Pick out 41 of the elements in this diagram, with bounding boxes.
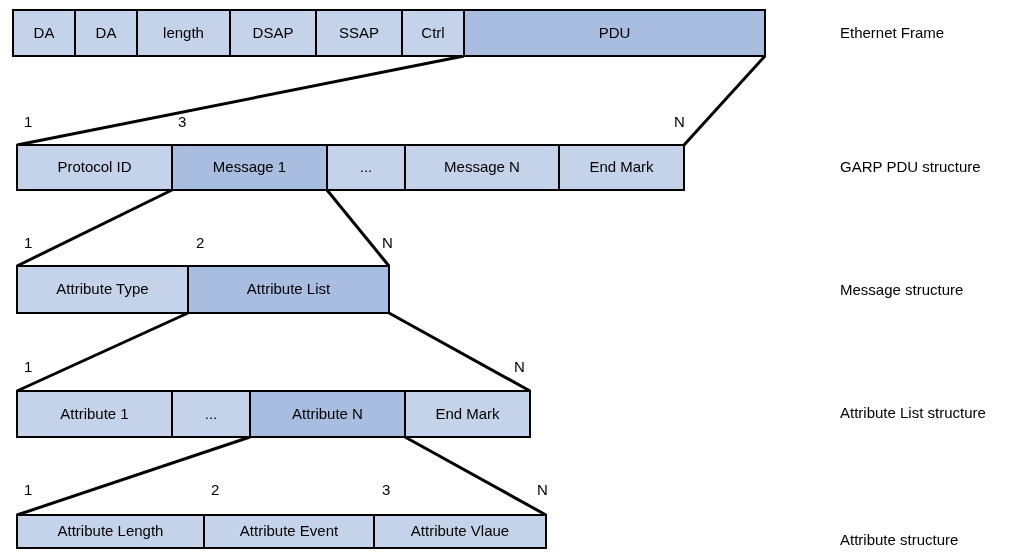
position-number: N [537, 481, 548, 499]
field-cell: DA [74, 9, 138, 57]
position-number: N [382, 234, 393, 252]
row-caption: Ethernet Frame [840, 24, 945, 42]
position-number: 2 [196, 234, 205, 252]
field-cell: Protocol ID [16, 144, 173, 191]
connector-line [325, 189, 391, 267]
field-cell: Attribute Length [16, 514, 205, 549]
field-cell: End Mark [558, 144, 685, 191]
field-cell: PDU [463, 9, 766, 57]
field-cell: DA [12, 9, 76, 57]
field-cell: Attribute Vlaue [373, 514, 547, 549]
field-cell: Attribute N [249, 390, 406, 438]
position-number: 1 [24, 113, 33, 131]
position-number: N [514, 358, 525, 376]
field-cell: length [136, 9, 231, 57]
position-number: 1 [24, 234, 33, 252]
connector-line [682, 55, 767, 146]
field-cell: SSAP [315, 9, 403, 57]
position-number: 3 [178, 113, 187, 131]
row-caption: Message structure [840, 281, 964, 299]
field-cell: Attribute Type [16, 265, 189, 314]
field-cell: ... [326, 144, 406, 191]
field-cell: DSAP [229, 9, 317, 57]
field-cell: Message 1 [171, 144, 328, 191]
row-caption: Attribute structure [840, 531, 959, 549]
position-number: 1 [24, 358, 33, 376]
field-cell: Message N [404, 144, 560, 191]
position-number: N [674, 113, 685, 131]
row-caption: Attribute List structure [840, 404, 986, 422]
field-cell: Attribute List [187, 265, 390, 314]
field-cell: End Mark [404, 390, 531, 438]
connector-line [388, 311, 531, 393]
field-cell: ... [171, 390, 251, 438]
position-number: 3 [382, 481, 391, 499]
position-number: 1 [24, 481, 33, 499]
position-number: 2 [211, 481, 220, 499]
field-cell: Attribute 1 [16, 390, 173, 438]
field-cell: Ctrl [401, 9, 465, 57]
row-caption: GARP PDU structure [840, 158, 981, 176]
field-cell: Attribute Event [203, 514, 375, 549]
